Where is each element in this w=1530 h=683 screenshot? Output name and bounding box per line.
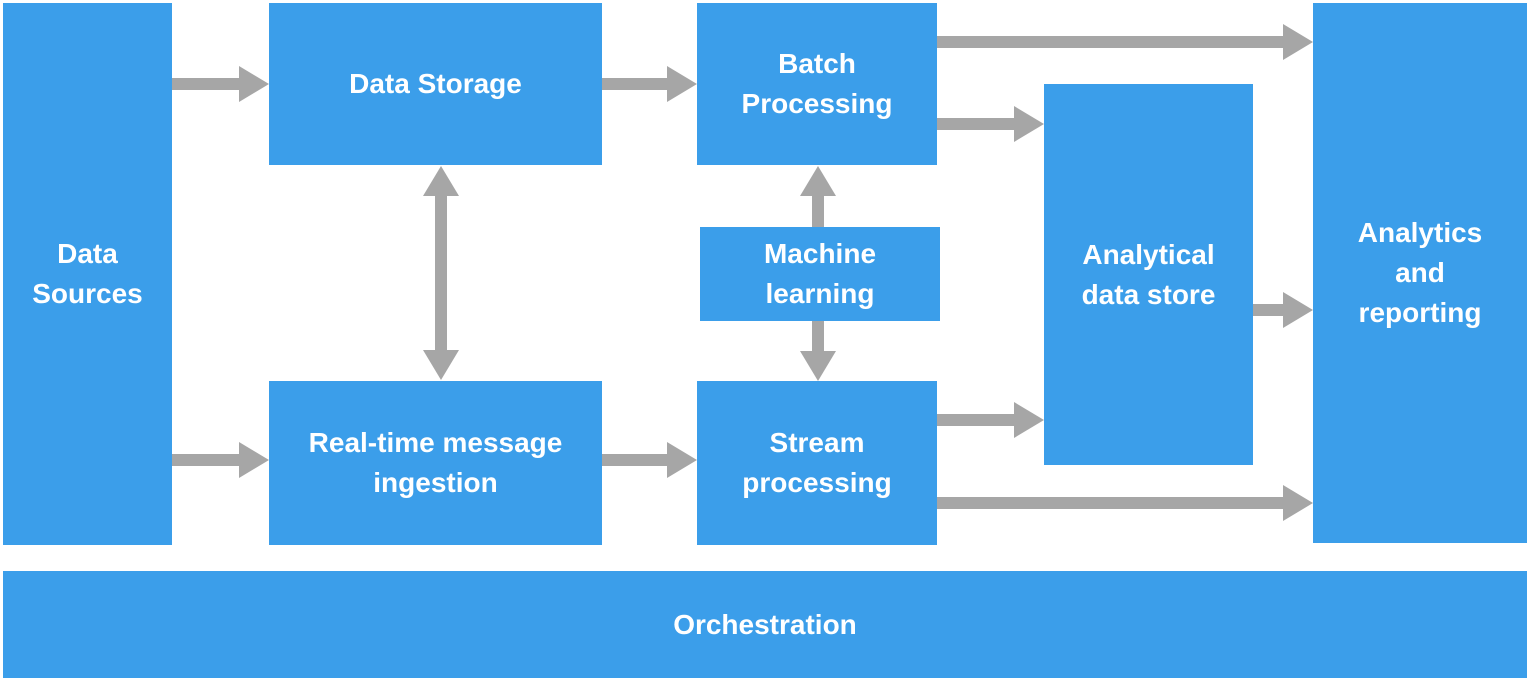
node-orchestration: Orchestration — [3, 571, 1527, 678]
arrow-data-sources-to-real-time-message-ingestion — [172, 442, 269, 478]
arrow-stream-processing-to-analytical-data-store — [937, 402, 1044, 438]
arrow-analytical-data-store-to-analytics-and-reporting — [1253, 292, 1313, 328]
arrow-data-storage-real-time-message-ingestion-bidirectional — [423, 166, 459, 380]
node-data-storage: Data Storage — [269, 3, 602, 165]
arrow-real-time-message-ingestion-to-stream-processing — [602, 442, 697, 478]
node-data-storage-label: Data Storage — [349, 68, 522, 100]
node-analytical-data-store-label: Analytical data store — [1081, 238, 1216, 310]
arrow-stream-processing-to-analytics-and-reporting — [937, 485, 1313, 521]
node-analytics-and-reporting: Analytics and reporting — [1313, 3, 1527, 543]
arrow-data-sources-to-data-storage — [172, 66, 269, 102]
node-data-sources: Data Sources — [3, 3, 172, 545]
arrow-machine-learning-to-batch-processing — [800, 166, 836, 227]
arrow-batch-processing-to-analytical-data-store — [937, 106, 1044, 142]
node-analytics-and-reporting-label: Analytics and reporting — [1357, 217, 1483, 328]
node-real-time-message-ingestion: Real-time message ingestion — [269, 381, 602, 545]
node-orchestration-label: Orchestration — [673, 608, 857, 640]
node-machine-learning-label: Machine learning — [763, 238, 877, 309]
node-batch-processing: Batch Processing — [697, 3, 937, 165]
node-real-time-message-ingestion-label: Real-time message ingestion — [308, 427, 563, 498]
node-stream-processing-label: Stream processing — [742, 427, 892, 498]
arrow-batch-processing-to-analytics-and-reporting — [937, 24, 1313, 60]
arrow-data-storage-to-batch-processing — [602, 66, 697, 102]
arrow-machine-learning-to-stream-processing — [800, 321, 836, 381]
node-analytical-data-store: Analytical data store — [1044, 84, 1253, 465]
node-machine-learning: Machine learning — [700, 227, 940, 321]
node-batch-processing-label: Batch Processing — [741, 48, 893, 119]
node-stream-processing: Stream processing — [697, 381, 937, 545]
node-data-sources-label: Data Sources — [32, 238, 143, 309]
